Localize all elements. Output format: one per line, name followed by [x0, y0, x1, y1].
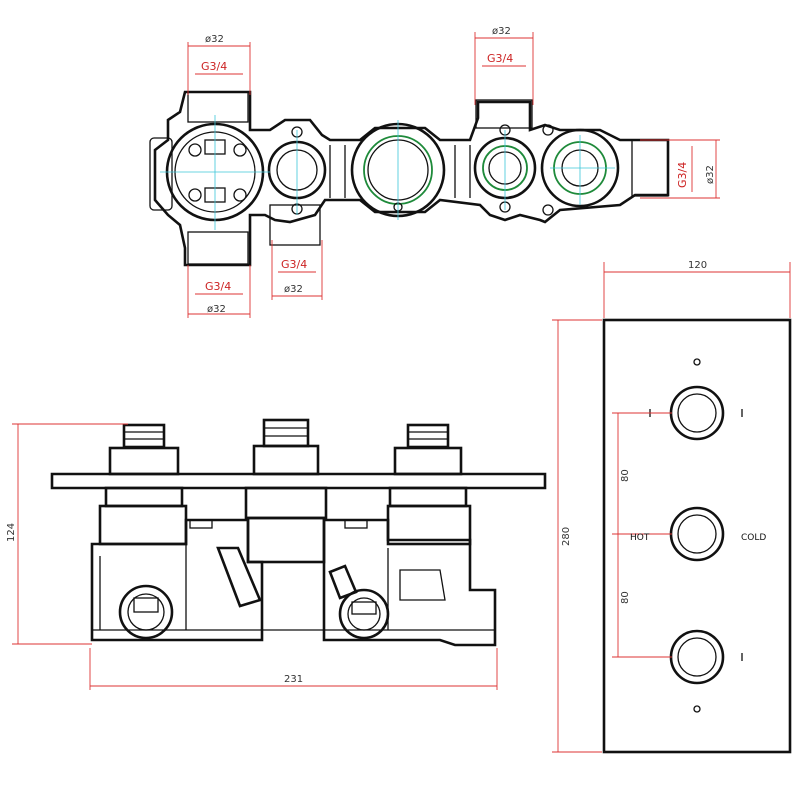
dim-plate-height: 280 [561, 527, 572, 546]
front-plate-dimensions [552, 262, 791, 753]
dim-side-width: 231 [284, 674, 303, 685]
dim-bottom-g34-left: G3/4 [205, 280, 231, 293]
dim-bottom-g34-mid: G3/4 [281, 258, 307, 271]
dim-top-g34-right: G3/4 [487, 52, 513, 65]
dim-spacing-lower: 80 [620, 591, 631, 604]
dim-plate-width: 120 [688, 260, 707, 271]
side-view-valve [50, 418, 547, 647]
top-view-centerlines [160, 115, 615, 230]
dim-spacing-upper: 80 [620, 469, 631, 482]
label-cold: COLD [741, 533, 766, 543]
side-view-dimensions [12, 423, 498, 690]
dim-right-g34: G3/4 [676, 162, 689, 188]
top-view-valve-body [149, 90, 670, 267]
dim-right-d32: ø32 [705, 165, 716, 184]
dim-bottom-d32-mid: ø32 [284, 284, 303, 295]
dim-side-height: 124 [6, 523, 17, 542]
label-hot: HOT [630, 533, 650, 543]
front-plate [602, 318, 792, 754]
dim-top-g34-left: G3/4 [201, 60, 227, 73]
dim-bottom-d32-left: ø32 [207, 304, 226, 315]
dim-top-d32-right: ø32 [492, 26, 511, 37]
dim-top-d32-left: ø32 [205, 34, 224, 45]
top-view-dimensions [187, 32, 720, 318]
